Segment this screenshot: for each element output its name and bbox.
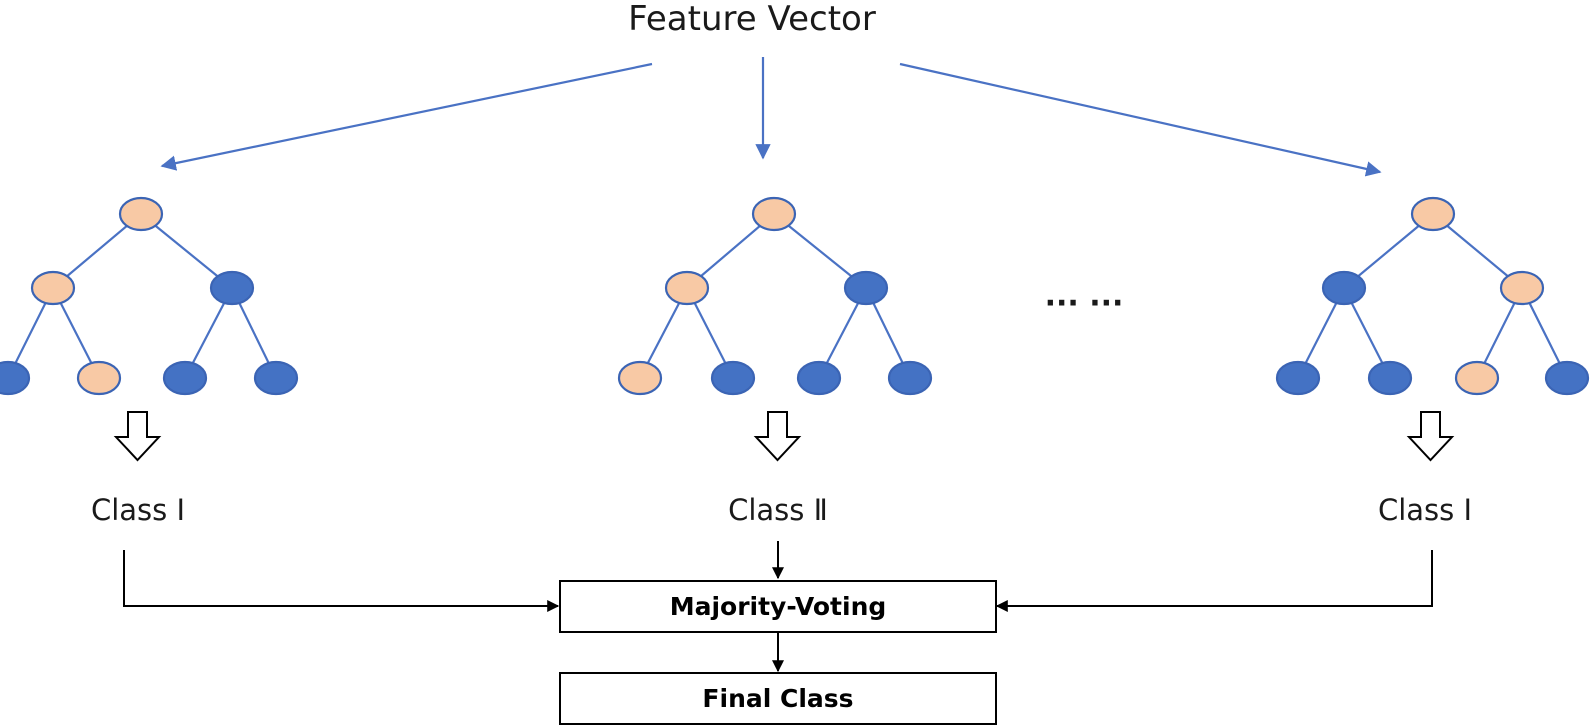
tree-3-leaf-node-1 — [1275, 360, 1321, 396]
decision-trees — [0, 196, 1590, 396]
tree-1-leaf-node-3 — [162, 360, 208, 396]
feature-arrow-tree-3 — [899, 62, 1382, 177]
majority-voting-label: Majority-Voting — [670, 592, 887, 621]
feature-arrow-tree-1 — [160, 62, 653, 171]
tree-3-leaf-node-3 — [1454, 360, 1500, 396]
tree-2-level1-node-2 — [843, 270, 889, 306]
tree-1-leaf-node-2 — [76, 360, 122, 396]
tree-1-leaf-node-4 — [253, 360, 299, 396]
tree-2-root-node — [751, 196, 797, 232]
tree-2-level1-node-1 — [664, 270, 710, 306]
tree-2-leaf-node-4 — [887, 360, 933, 396]
tree-2-leaf-node-2 — [710, 360, 756, 396]
tree-1-class-label: Class Ⅰ — [91, 493, 185, 527]
tree-1-leaf-node-1 — [0, 360, 31, 396]
tree-3-root-node — [1410, 196, 1456, 232]
tree-3-leaf-node-2 — [1367, 360, 1413, 396]
tree-1-root-node — [118, 196, 164, 232]
majority-voting-box — [559, 580, 997, 633]
final-class-box — [559, 672, 997, 725]
tree-2-leaf-node-3 — [796, 360, 842, 396]
tree-2-leaf-node-1 — [617, 360, 663, 396]
tree-3-vote-connector — [995, 550, 1433, 612]
tree-3-level1-node-1 — [1321, 270, 1367, 306]
tree-1-level1-node-1 — [30, 270, 76, 306]
more-trees-ellipsis: ··· ··· — [1045, 286, 1124, 321]
tree-2-edge-root-right — [773, 213, 867, 289]
final-class-label: Final Class — [702, 684, 853, 713]
tree-1-vote-connector — [123, 550, 560, 612]
tree-3-output-arrow-icon — [1406, 411, 1455, 462]
tree-2-class-label: Class Ⅱ — [728, 493, 828, 527]
feature-vector-title: Feature Vector — [628, 0, 876, 39]
tree-2-output-arrow-icon — [753, 411, 802, 462]
tree-3-leaf-node-4 — [1544, 360, 1590, 396]
tree-3-level1-node-2 — [1499, 270, 1545, 306]
tree-3-class-label: Class Ⅰ — [1378, 493, 1472, 527]
tree-1-level1-node-2 — [209, 270, 255, 306]
tree-1-output-arrow-icon — [113, 411, 162, 462]
